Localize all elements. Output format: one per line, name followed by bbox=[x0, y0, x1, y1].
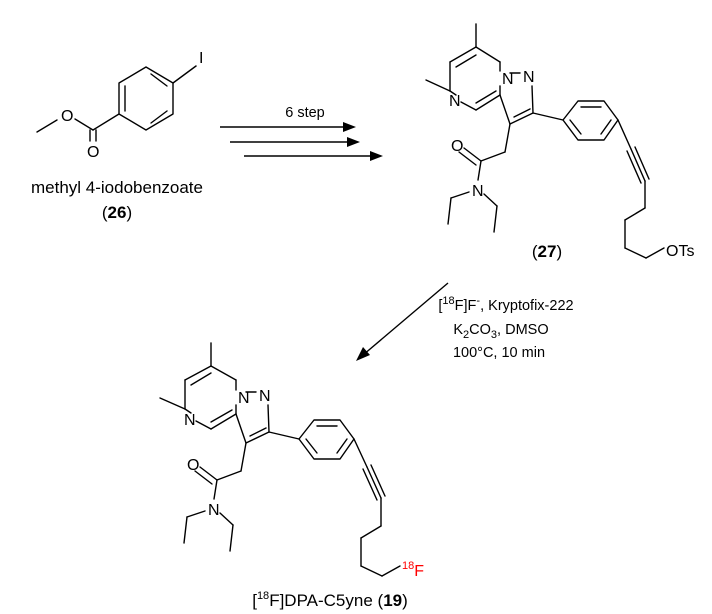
compound-26-structure bbox=[36, 65, 197, 142]
n-bridge-27: N bbox=[502, 71, 514, 88]
conditions-line-2: K2CO3, DMSO bbox=[453, 322, 548, 341]
radiolabeling-arrow bbox=[356, 282, 449, 361]
n-pyrimidine-27: N bbox=[449, 93, 461, 110]
fluorine-18-label: 18F bbox=[402, 560, 424, 580]
amide-oxygen-19: O bbox=[187, 457, 199, 474]
conditions-line-1: [18F]F-, Kryptofix-222 bbox=[438, 295, 573, 314]
compound-27-structure bbox=[425, 23, 665, 259]
amide-nitrogen-27: N bbox=[472, 183, 484, 200]
iodine-atom-26: I bbox=[199, 50, 203, 67]
amide-nitrogen-19: N bbox=[208, 502, 220, 519]
conditions-line-3: 100°C, 10 min bbox=[453, 345, 545, 361]
amide-oxygen-27: O bbox=[451, 138, 463, 155]
benzene-ring-26 bbox=[118, 66, 174, 131]
compound-26-number: (26) bbox=[102, 203, 132, 222]
compound-19-label: [18F]DPA-C5yne (19) bbox=[252, 590, 408, 610]
arrow-label-6-step: 6 step bbox=[285, 105, 325, 121]
ether-oxygen-26: O bbox=[61, 108, 73, 125]
compound-19-structure bbox=[159, 342, 401, 577]
n-pyrazole-27: N bbox=[523, 69, 535, 86]
carbonyl-oxygen-26: O bbox=[87, 144, 99, 161]
n-bridge-19: N bbox=[238, 390, 250, 407]
reaction-arrows-top bbox=[220, 122, 383, 161]
compound-26-name: methyl 4-iodobenzoate bbox=[31, 178, 203, 197]
compound-27-number: (27) bbox=[532, 242, 562, 261]
ots-group-27: OTs bbox=[666, 243, 694, 260]
n-pyrazole-19: N bbox=[259, 388, 271, 405]
n-pyrimidine-19: N bbox=[184, 412, 196, 429]
